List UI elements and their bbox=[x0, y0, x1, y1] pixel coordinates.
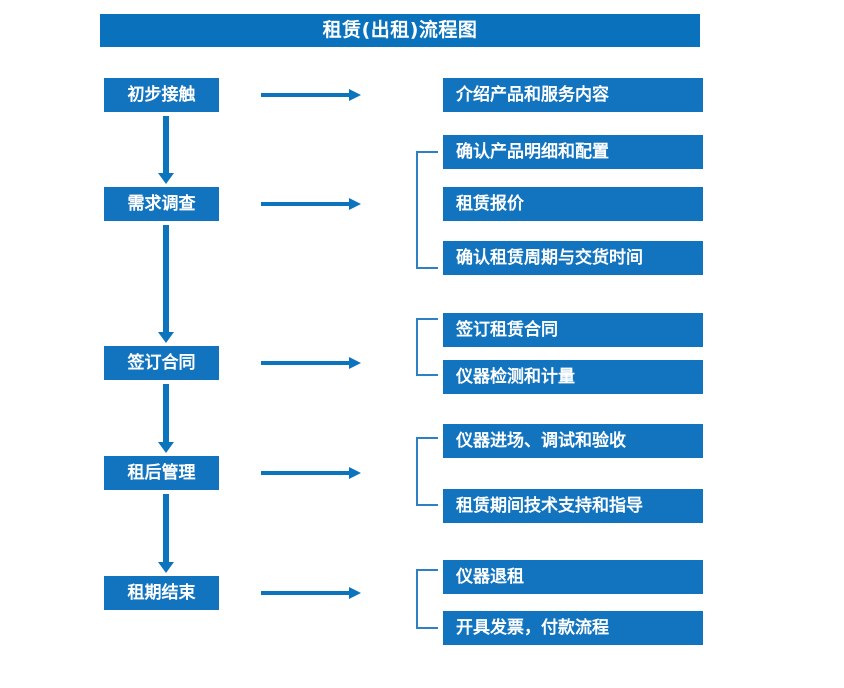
down-arrow-icon-4 bbox=[158, 494, 174, 573]
detail-label: 仪器检测和计量 bbox=[456, 366, 575, 387]
stage-box-5[interactable]: 租期结束 bbox=[104, 576, 219, 610]
detail-label: 确认产品明细和配置 bbox=[456, 141, 609, 162]
detail-label: 签订租赁合同 bbox=[456, 319, 558, 340]
detail-label: 租赁期间技术支持和指导 bbox=[456, 495, 643, 516]
right-arrow-icon-5 bbox=[261, 587, 361, 599]
down-arrow-icon-3 bbox=[158, 384, 174, 453]
detail-box-10[interactable]: 开具发票，付款流程 bbox=[443, 611, 703, 645]
detail-box-4[interactable]: 确认租赁周期与交货时间 bbox=[443, 241, 703, 275]
detail-label: 仪器退租 bbox=[456, 566, 524, 587]
stage-box-2[interactable]: 需求调查 bbox=[104, 187, 219, 221]
detail-box-7[interactable]: 仪器进场、调试和验收 bbox=[443, 424, 703, 458]
detail-box-5[interactable]: 签订租赁合同 bbox=[443, 313, 703, 347]
stage-box-1[interactable]: 初步接触 bbox=[104, 78, 219, 112]
detail-box-6[interactable]: 仪器检测和计量 bbox=[443, 360, 703, 394]
detail-box-9[interactable]: 仪器退租 bbox=[443, 560, 703, 594]
stage-label: 租后管理 bbox=[127, 462, 196, 483]
group-bracket-3 bbox=[416, 437, 438, 506]
detail-label: 仪器进场、调试和验收 bbox=[456, 430, 626, 451]
detail-box-1[interactable]: 介绍产品和服务内容 bbox=[443, 78, 703, 112]
detail-label: 租赁报价 bbox=[456, 193, 524, 214]
detail-box-2[interactable]: 确认产品明细和配置 bbox=[443, 135, 703, 169]
stage-label: 初步接触 bbox=[127, 84, 196, 105]
right-arrow-icon-1 bbox=[261, 89, 361, 101]
diagram-title-bar: 租赁(出租)流程图 bbox=[100, 14, 700, 47]
right-arrow-icon-3 bbox=[261, 357, 361, 369]
page-title: 租赁(出租)流程图 bbox=[322, 19, 478, 41]
detail-label: 开具发票，付款流程 bbox=[456, 617, 609, 638]
group-bracket-2 bbox=[416, 318, 438, 376]
stage-label: 需求调查 bbox=[127, 193, 196, 214]
stage-box-4[interactable]: 租后管理 bbox=[104, 456, 219, 490]
stage-label: 签订合同 bbox=[127, 352, 196, 373]
stage-label: 租期结束 bbox=[127, 582, 196, 603]
down-arrow-icon-1 bbox=[158, 116, 174, 184]
group-bracket-4 bbox=[416, 569, 438, 629]
right-arrow-icon-2 bbox=[261, 198, 361, 210]
right-arrow-icon-4 bbox=[261, 467, 361, 479]
stage-box-3[interactable]: 签订合同 bbox=[104, 346, 219, 380]
detail-label: 介绍产品和服务内容 bbox=[456, 84, 609, 105]
detail-box-8[interactable]: 租赁期间技术支持和指导 bbox=[443, 489, 703, 523]
detail-label: 确认租赁周期与交货时间 bbox=[456, 247, 643, 268]
down-arrow-icon-2 bbox=[158, 225, 174, 343]
group-bracket-1 bbox=[416, 151, 438, 269]
detail-box-3[interactable]: 租赁报价 bbox=[443, 187, 703, 221]
